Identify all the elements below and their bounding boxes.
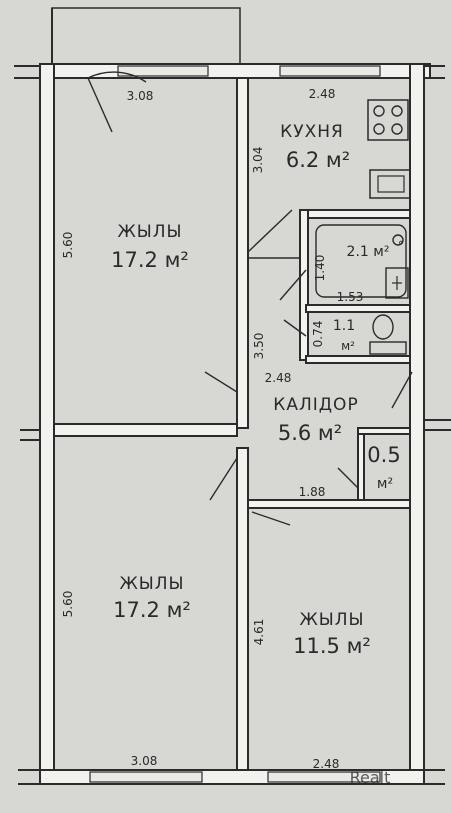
dim-top-left: 3.08 [127,89,154,103]
dim-room3-height: 4.61 [252,619,266,646]
room1-name: ЖЫЛЫ [117,222,182,242]
wc-unit: м² [341,339,355,353]
dim-closet-width: 1.88 [299,485,326,499]
dim-wc-height: 0.74 [311,321,325,348]
bath-superscript: ° [398,239,404,253]
room2-name: ЖЫЛЫ [119,574,184,594]
closet-unit: м² [377,476,393,492]
bath-sink-icon [385,267,409,299]
dim-bath-height: 1.40 [313,255,327,282]
dim-kitchen-height: 3.04 [251,147,265,174]
corridor-name: КАЛІДОР [273,395,358,415]
dim-left-upper: 5.60 [61,232,75,259]
corridor-area: 5.6 м² [278,421,342,445]
stove-icon [367,99,409,141]
bathtub-icon [315,224,407,298]
watermark: Realt [350,768,391,787]
interior-walls [53,77,411,771]
kitchen-area: 6.2 м² [286,148,350,172]
door-swings [87,71,413,526]
room3-name: ЖЫЛЫ [299,610,364,630]
toilet-icon [369,314,407,355]
room3-area: 11.5 м² [293,634,371,658]
kitchen-name: КУХНЯ [280,122,344,142]
dim-corridor-width: 2.48 [265,371,292,385]
kitchen-sink-icon [369,169,411,199]
wc-area: 1.1 [333,318,355,334]
dim-corridor-height: 3.50 [252,333,266,360]
dim-bath-width: 1.53 [337,290,364,304]
bath-area: 2.1 м² [347,244,390,260]
room1-area: 17.2 м² [111,248,189,272]
dim-bottom-left: 3.08 [131,754,158,768]
dim-top-right: 2.48 [309,87,336,101]
room2-area: 17.2 м² [113,598,191,622]
dim-left-lower: 5.60 [61,591,75,618]
closet-area: 0.5 [367,443,400,467]
windows [89,65,381,783]
dim-bottom-right: 2.48 [313,757,340,771]
